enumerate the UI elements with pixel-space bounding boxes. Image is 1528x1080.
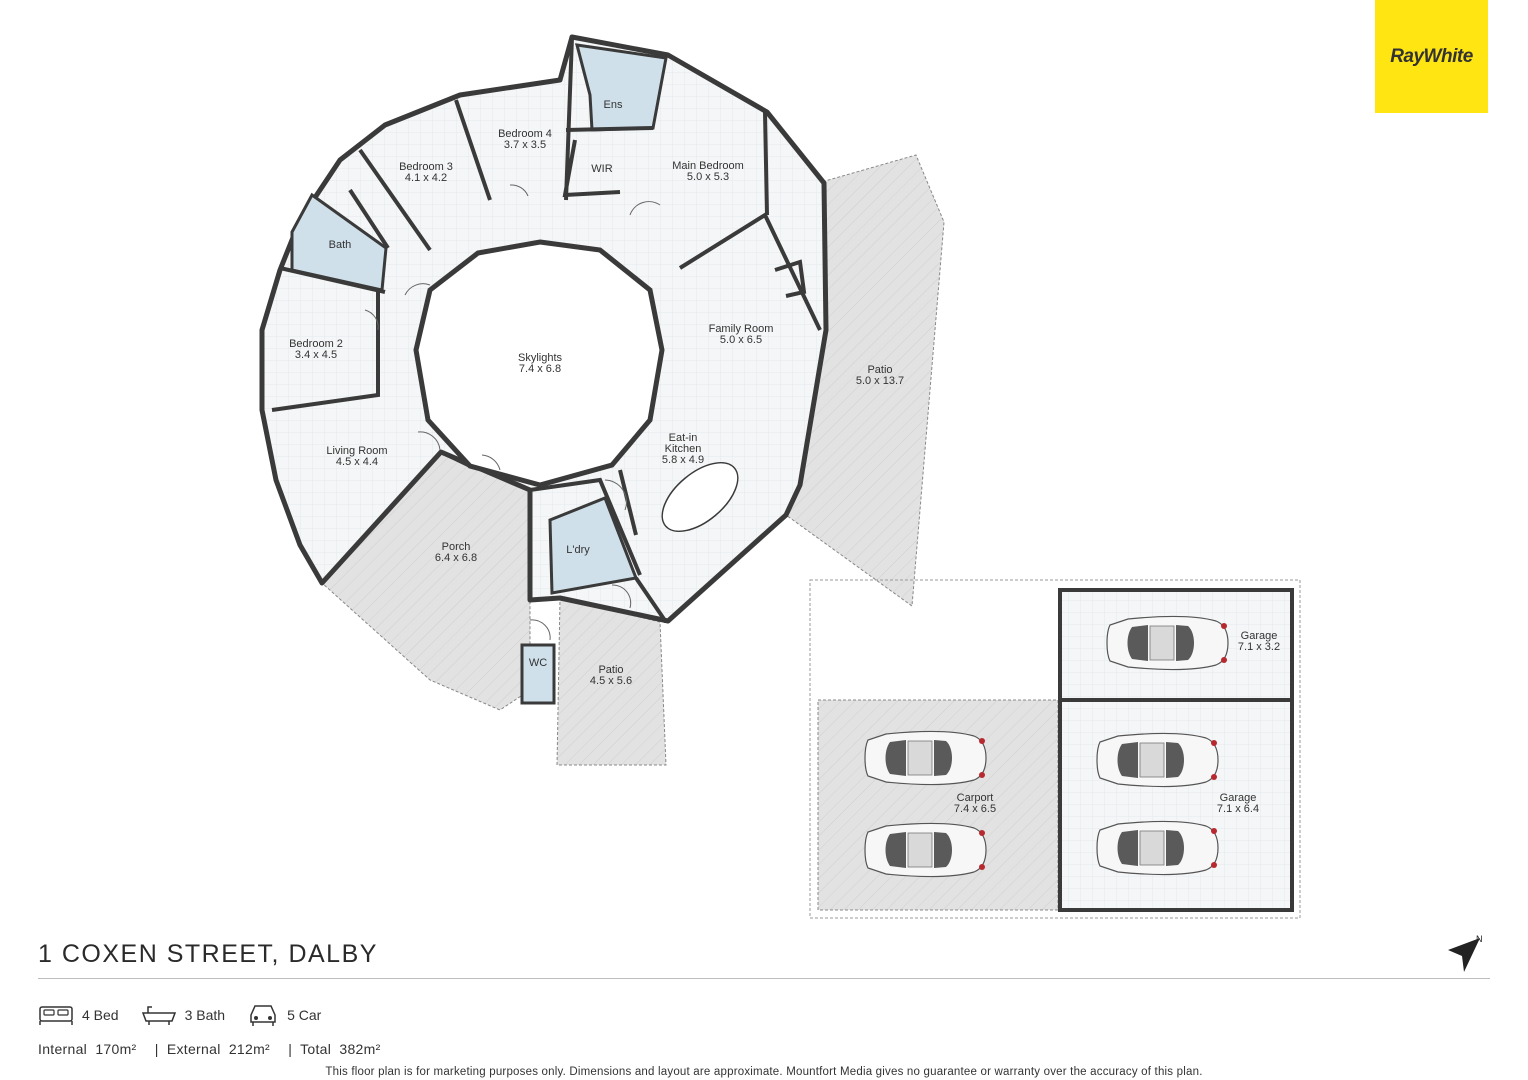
room-dims: 3.7 x 3.5 <box>504 139 546 151</box>
room-dims: 5.8 x 4.9 <box>662 454 704 466</box>
room-name: Bath <box>329 239 352 251</box>
divider-line <box>38 978 1490 979</box>
room-name: Patio <box>598 664 623 676</box>
car-carport-top <box>864 730 987 786</box>
room-name: Bedroom 4 <box>498 128 552 140</box>
room-name: WC <box>529 657 547 669</box>
room-dims: 4.5 x 4.4 <box>336 456 378 468</box>
floor-areas: Internal 170m² | External 212m² | Total … <box>38 1041 385 1057</box>
ensuite-area <box>574 43 668 132</box>
room-name: L'dry <box>566 544 590 556</box>
bath-count: 3 Bath <box>184 1007 226 1023</box>
kitchen-island <box>661 461 739 533</box>
room-name: Skylights <box>518 352 563 364</box>
north-label: N <box>1476 934 1483 944</box>
feature-bed: 4 Bed <box>38 1004 119 1026</box>
room-name: Porch <box>442 541 471 553</box>
car-garage-bottom <box>1096 820 1219 876</box>
total-value: 382m² <box>339 1041 381 1057</box>
raywhite-logo: RayWhite <box>1375 0 1488 113</box>
property-address: 1 COXEN STREET, DALBY <box>38 940 378 968</box>
car-icon <box>250 1005 276 1026</box>
disclaimer-text: This floor plan is for marketing purpose… <box>325 1066 1203 1078</box>
north-arrow-icon: N <box>1440 932 1484 981</box>
room-label-wir: WIR <box>591 163 612 175</box>
garage-bottom-area <box>1058 698 1294 912</box>
car-garage-middle <box>1096 732 1219 788</box>
property-features: 4 Bed 3 Bath 5 Car <box>38 1000 343 1030</box>
internal-label: Internal <box>38 1041 88 1057</box>
room-name: WIR <box>591 163 612 175</box>
room-name: Patio <box>867 364 892 376</box>
room-label-bath: Bath <box>329 239 352 251</box>
room-dims: 3.4 x 4.5 <box>295 349 337 361</box>
separator-1: | <box>154 1041 159 1057</box>
room-dims: 7.4 x 6.5 <box>954 803 996 815</box>
room-name: Family Room <box>709 323 774 335</box>
room-dims: 5.0 x 5.3 <box>687 171 729 183</box>
wc-area <box>520 643 556 705</box>
room-name: Garage <box>1220 792 1257 804</box>
garage-site-outline <box>809 579 1301 919</box>
room-dims: 5.0 x 6.5 <box>720 334 762 346</box>
room-dims: 4.5 x 5.6 <box>590 675 632 687</box>
room-name: Garage <box>1241 630 1278 642</box>
logo-text: RayWhite <box>1390 45 1473 67</box>
car-count: 5 Car <box>287 1007 322 1023</box>
external-value: 212m² <box>228 1041 270 1057</box>
room-dims: 6.4 x 6.8 <box>435 552 477 564</box>
feature-car: 5 Car <box>247 1003 321 1027</box>
room-name: Living Room <box>326 445 387 457</box>
bed-count: 4 Bed <box>82 1007 119 1023</box>
external-label: External <box>166 1041 221 1057</box>
room-name: Bedroom 3 <box>399 161 453 173</box>
internal-value: 170m² <box>95 1041 137 1057</box>
room-name: Eat-in <box>669 432 698 444</box>
interior-walls <box>271 36 822 624</box>
room-name: Bedroom 2 <box>289 338 343 350</box>
room-name: Ens <box>604 99 623 111</box>
room-name: Main Bedroom <box>672 160 744 172</box>
room-label-wc: WC <box>529 657 547 669</box>
car-carport-bottom <box>864 822 987 878</box>
bath-area <box>290 192 388 292</box>
room-label-ens: Ens <box>604 99 623 111</box>
feature-bath: 3 Bath <box>141 1004 225 1026</box>
room-name: Carport <box>957 792 994 804</box>
bath-icon <box>141 1006 176 1025</box>
room-dims: 5.0 x 13.7 <box>856 375 904 387</box>
room-dims: 7.4 x 6.8 <box>519 363 561 375</box>
patio-south-area <box>556 597 667 766</box>
room-dims: Kitchen <box>665 443 702 455</box>
separator-2: | <box>288 1041 293 1057</box>
room-dims: 7.1 x 6.4 <box>1217 803 1259 815</box>
skylights-courtyard <box>413 239 665 488</box>
room-dims: 7.1 x 3.2 <box>1238 641 1280 653</box>
car-garage-top <box>1106 615 1229 671</box>
door-swings <box>364 184 1131 696</box>
bed-icon <box>39 1006 73 1025</box>
room-dims: 4.1 x 4.2 <box>405 172 447 184</box>
room-label-ldry: L'dry <box>566 544 590 556</box>
total-label: Total <box>300 1041 332 1057</box>
